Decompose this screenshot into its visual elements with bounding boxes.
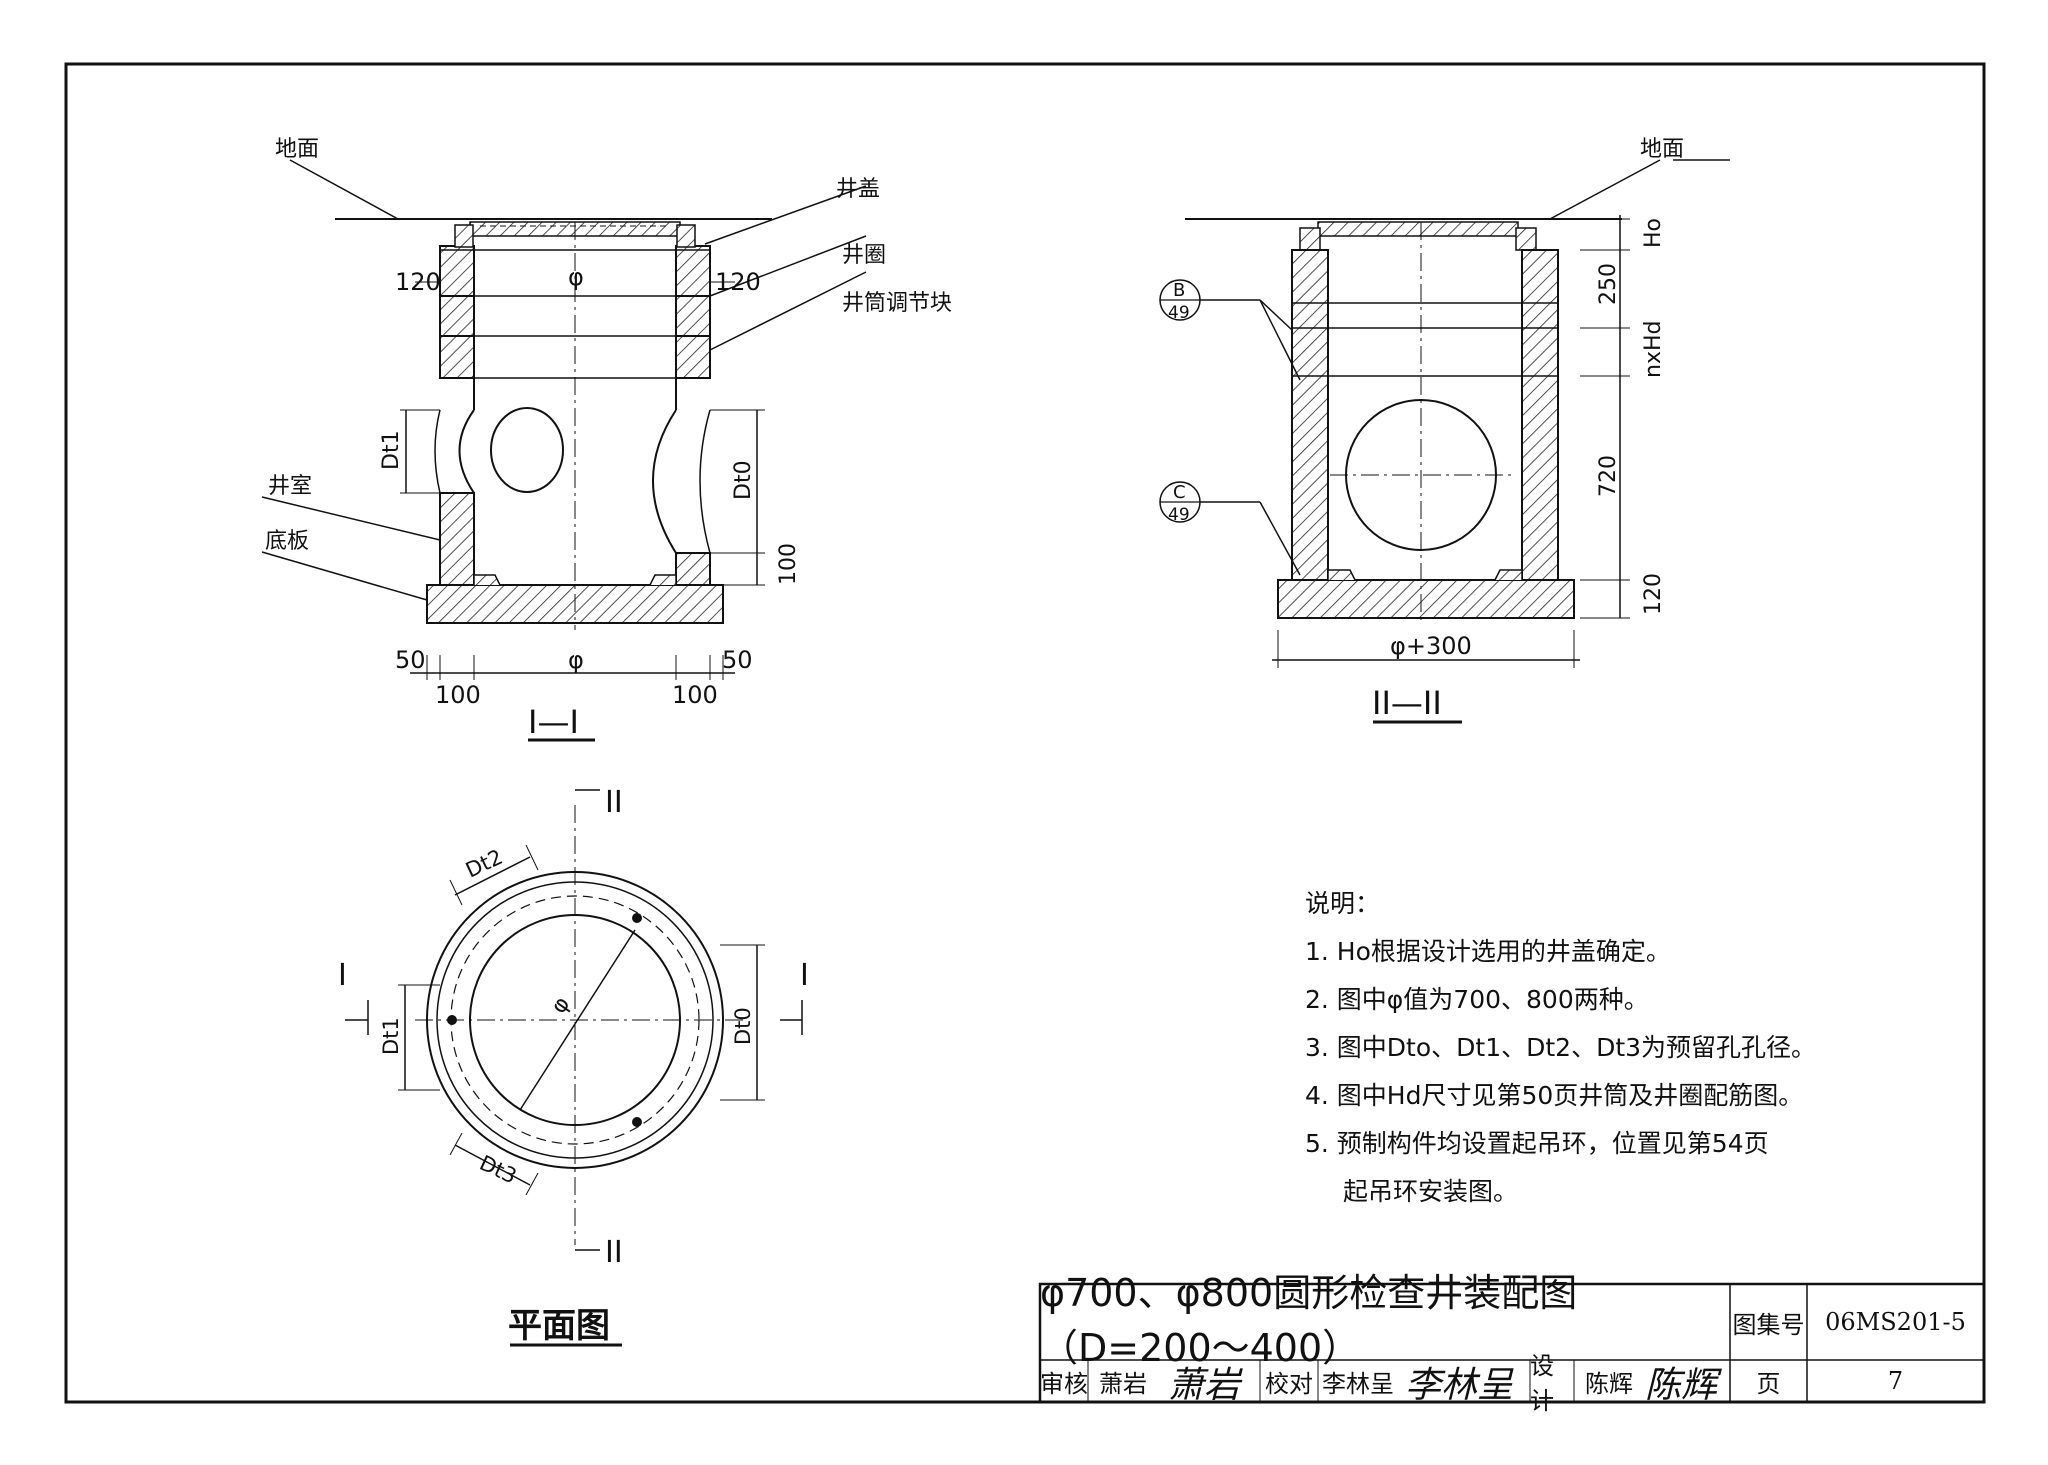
page-label: 页: [1756, 1369, 1781, 1398]
note-item-1: 1. Ho根据设计选用的井盖确定。: [1305, 937, 1671, 966]
plan-dt3: Dt3: [476, 1151, 520, 1189]
dim-100-right: 100: [776, 543, 801, 585]
label-ring: 井圈: [842, 243, 886, 268]
dim-dt0-right: Dt0: [731, 460, 756, 500]
plan-view: [345, 789, 803, 1347]
dim-100-left: 100: [435, 681, 481, 709]
dim-120-right: 120: [715, 268, 761, 296]
dim-phi-plus-300: φ+300: [1390, 632, 1472, 660]
dim-dt1-left: Dt1: [379, 430, 404, 470]
dim-720: 720: [1596, 455, 1621, 497]
review-label: 审核: [1040, 1369, 1088, 1398]
section-label-1-1: I—I: [528, 703, 579, 741]
cut-label-i-left: I: [338, 958, 347, 993]
plan-phi: φ: [546, 992, 575, 1018]
dim-250: 250: [1596, 263, 1621, 305]
atlas-number: 06MS201-5: [1825, 1308, 1966, 1336]
dim-120-ii: 120: [1641, 573, 1666, 615]
note-item-3: 3. 图中Dto、Dt1、Dt2、Dt3为预留孔孔径。: [1305, 1033, 1817, 1062]
cut-label-ii-bottom: II: [605, 1235, 623, 1270]
label-ground-right: 地面: [1640, 137, 1684, 162]
notes-block: 说明： 1. Ho根据设计选用的井盖确定。 2. 图中φ值为700、800两种。…: [1305, 880, 1825, 1216]
plan-lifting-dots: [447, 913, 642, 1127]
section-2-2: [1159, 159, 1730, 724]
dim-100-right-bottom: 100: [672, 681, 718, 709]
plan-title: 平面图: [508, 1306, 610, 1346]
section-1-1: [261, 159, 867, 742]
label-chamber: 井室: [268, 474, 312, 499]
section-label-2-2: II—II: [1372, 684, 1442, 722]
dim-phi-top: φ: [568, 263, 584, 291]
plan-dt2: Dt2: [462, 845, 506, 883]
plan-dt1: Dt1: [379, 1017, 403, 1055]
label-base-plate: 底板: [265, 529, 309, 554]
note-item-5-cont: 起吊环安装图。: [1343, 1177, 1519, 1206]
callout-c-bottom: 49: [1168, 505, 1190, 525]
label-cover: 井盖: [836, 177, 880, 202]
reviewer-name: 萧岩: [1099, 1369, 1147, 1398]
cut-label-ii-top: II: [605, 785, 623, 820]
notes-heading: 说明：: [1305, 889, 1381, 918]
callout-b-top: B: [1173, 280, 1185, 301]
reviewer-signature: 萧岩: [1168, 1365, 1241, 1406]
dim-nxhd: nxHd: [1641, 321, 1666, 378]
plan-dt0: Dt0: [731, 1007, 755, 1045]
dim-50-right: 50: [722, 646, 753, 674]
design-label: 设计: [1530, 1352, 1554, 1415]
label-ground-left: 地面: [275, 137, 319, 162]
label-adjust-block: 井筒调节块: [842, 291, 952, 316]
dim-h0: Ho: [1641, 218, 1666, 248]
designer-signature: 陈辉: [1645, 1365, 1718, 1406]
drawing-frame: [64, 62, 1986, 1404]
page-number: 7: [1887, 1367, 1904, 1395]
atlas-label: 图集号: [1732, 1310, 1805, 1339]
note-item-5: 5. 预制构件均设置起吊环，位置见第54页: [1305, 1129, 1769, 1158]
checker-name: 李林呈: [1322, 1369, 1394, 1398]
designer-name: 陈辉: [1585, 1369, 1633, 1398]
cut-label-i-right: I: [800, 958, 809, 993]
dim-phi-bottom: φ: [568, 646, 584, 674]
dim-120-left: 120: [395, 268, 441, 296]
drawing-title: φ700、φ800圆形检查井装配图（D=200～400）: [1040, 1271, 1578, 1370]
note-item-4: 4. 图中Hd尺寸见第50页井筒及井圈配筋图。: [1305, 1081, 1804, 1110]
check-label: 校对: [1265, 1369, 1313, 1398]
callout-b-bottom: 49: [1168, 303, 1190, 323]
callout-c-top: C: [1173, 482, 1186, 503]
title-block: [1038, 1282, 1986, 1404]
checker-signature: 李林呈: [1405, 1365, 1514, 1406]
dim-50-left: 50: [395, 646, 426, 674]
note-item-2: 2. 图中φ值为700、800两种。: [1305, 985, 1649, 1014]
